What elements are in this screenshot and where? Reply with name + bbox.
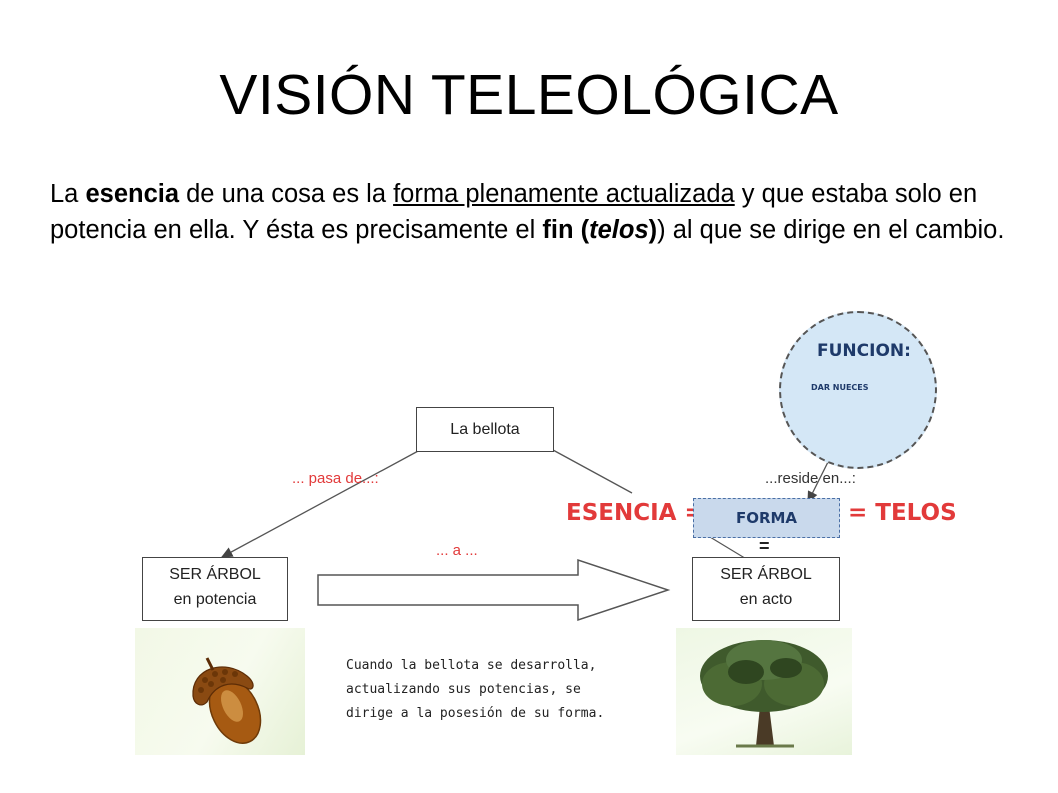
line-to-esencia <box>552 449 633 494</box>
underlined-phrase: forma plenamente actualizada <box>393 180 735 208</box>
equals-sign: = <box>759 536 770 556</box>
box-line: en acto <box>739 591 793 608</box>
label-pasa-de: ... pasa de...: <box>292 470 379 487</box>
page-title: VISIÓN TELEOLÓGICA <box>219 63 839 127</box>
label-telos: = TELOS <box>848 500 957 526</box>
text-run: y que estaba solo en potencia en ella. Y… <box>50 180 978 244</box>
box-line: SER ÁRBOL <box>720 566 812 583</box>
label-reside-en: ...reside en...: <box>765 470 856 487</box>
line-forma-to-acto <box>709 536 749 561</box>
arrow-funcion-to-forma <box>807 461 829 504</box>
forma-label: FORMA <box>735 509 798 527</box>
bold-term-fin: fin <box>542 216 574 244</box>
text-run: ) al que se dirige en el cambio. <box>657 216 1005 244</box>
box-la-bellota: La bellota <box>416 407 554 452</box>
caption-line: actualizando sus potencias, se <box>346 682 581 697</box>
caption-line: dirige a la posesión de su forma. <box>346 706 605 721</box>
acorn-icon <box>192 657 262 744</box>
forma-box: FORMA <box>693 498 840 538</box>
box-line: SER ÁRBOL <box>169 566 261 583</box>
funcion-bubble: FUNCION: DAR NUECES <box>779 311 937 469</box>
text-run: ( <box>573 216 590 244</box>
definition-paragraph: La esencia de una cosa es la forma plena… <box>50 180 1005 244</box>
box-ser-arbol-potencia: SER ÁRBOL en potencia <box>142 557 288 621</box>
text-run: de una cosa es la <box>179 180 394 208</box>
caption-text: Cuando la bellota se desarrolla, actuali… <box>346 654 636 726</box>
tree-image <box>676 628 852 755</box>
box-label: La bellota <box>450 421 520 438</box>
label-esencia: ESENCIA = <box>566 500 704 526</box>
caption-line: Cuando la bellota se desarrolla, <box>346 658 597 673</box>
bold-italic-term-telos: telos <box>589 216 649 244</box>
text-run: La <box>50 180 86 208</box>
label-a: ... a ... <box>436 542 478 559</box>
funcion-title: FUNCION: <box>817 341 911 361</box>
funcion-subtitle: DAR NUECES <box>811 383 869 392</box>
arrow-to-potencia <box>220 449 421 558</box>
tree-icon <box>700 640 828 748</box>
big-transition-arrow <box>317 558 671 622</box>
bold-term-esencia: esencia <box>85 180 180 208</box>
acorn-image <box>135 628 305 755</box>
box-ser-arbol-acto: SER ÁRBOL en acto <box>692 557 840 621</box>
box-line: en potencia <box>173 591 257 608</box>
